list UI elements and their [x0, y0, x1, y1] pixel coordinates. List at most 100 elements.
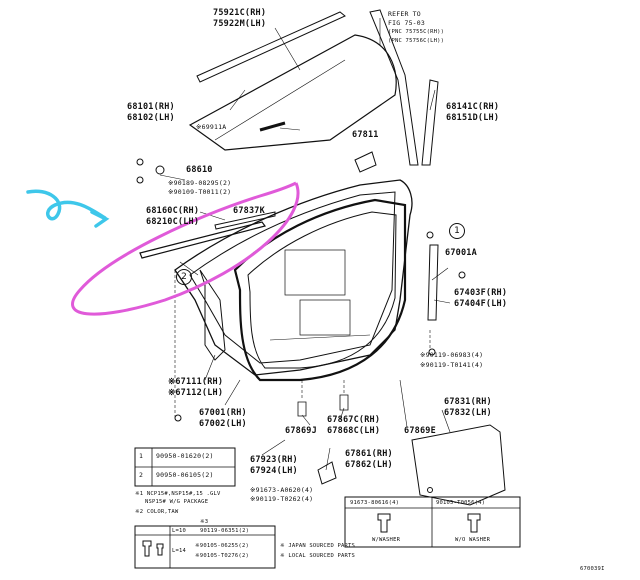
label-68101: 68101(RH) — [127, 102, 175, 112]
label-68141c: 68141C(RH) — [446, 102, 500, 112]
label-90119-a: ※90119-06983(4) — [420, 351, 484, 359]
door-inner-cutout-2 — [299, 299, 351, 336]
label-67867c: 67867C(RH) — [327, 415, 381, 425]
label-67923: 67923(RH) — [250, 455, 298, 465]
part-69911 — [259, 121, 286, 132]
part-67811 — [354, 151, 377, 173]
label-67403f: 67403F(RH) — [454, 288, 508, 298]
rear-run-strip — [421, 79, 439, 166]
box-caption-no-washer: W/O WASHER — [455, 537, 491, 543]
label-67869e: 67869E — [404, 426, 436, 436]
clip-67861 — [317, 461, 337, 485]
label-69911a: ※69911A — [196, 123, 227, 131]
label-fig: FIG 75-03 — [388, 19, 426, 27]
door-weatherstrip — [233, 198, 407, 382]
bottom-right-box — [344, 496, 521, 548]
glass-run-strip — [196, 11, 346, 83]
door-trim-panel — [411, 424, 506, 506]
bolt-90119 — [428, 348, 436, 356]
bottom-part-90119: 90119-06351(2) — [200, 528, 250, 534]
box-part-90105: 90105-T0056(4) — [436, 500, 486, 506]
label-68102: 68102(LH) — [127, 113, 175, 123]
label-75922m: 75922M(LH) — [213, 19, 267, 29]
label-67862: 67862(LH) — [345, 460, 393, 470]
bottom-part-90105-t0276: ※90105-T0276(2) — [195, 553, 249, 559]
label-68160c: 68160C(RH) — [146, 206, 200, 216]
door-weatherstrip-inner — [247, 211, 397, 369]
label-68210c: 68210C(LH) — [146, 217, 200, 227]
label-67861: 67861(RH) — [345, 449, 393, 459]
label-67868c: 67868C(LH) — [327, 426, 381, 436]
label-67111: ※67111(RH) — [168, 377, 224, 387]
door-glass — [188, 34, 397, 151]
label-67404f: 67404F(LH) — [454, 299, 508, 309]
label-pnc2: (PNC 75756C(LH)) — [388, 38, 445, 44]
bolt-90189 — [136, 158, 144, 166]
label-90109: ※90109-T0011(2) — [168, 188, 232, 196]
rear-weatherstrip — [427, 244, 439, 321]
leader-lines — [159, 18, 451, 471]
legend-num-1: 1 — [139, 452, 144, 460]
bolt-icon-b — [156, 543, 164, 556]
inner-belt-strip — [214, 211, 276, 230]
note-1b: NSP15# W/G PACKAGE — [145, 499, 209, 505]
label-67001: 67001(RH) — [199, 408, 247, 418]
label-68610: 68610 — [186, 165, 213, 175]
legend-num-2: 2 — [139, 471, 144, 479]
glass-inner-line — [214, 59, 346, 141]
bolt-icon-d — [467, 513, 481, 533]
door-frame-outer — [174, 179, 413, 376]
run-channel — [369, 9, 419, 166]
door-inner-cutout — [284, 249, 346, 296]
label-91673-a0620: ※91673-A0620(4) — [250, 486, 314, 494]
box-caption-washer: W/WASHER — [372, 537, 401, 543]
bolt-68610 — [155, 165, 165, 175]
label-67112: ※67112(LH) — [168, 388, 224, 398]
label-67869j: 67869J — [285, 426, 317, 436]
callout-1: 1 — [449, 223, 465, 239]
callout-2: 2 — [176, 269, 192, 285]
label-67811: 67811 — [352, 130, 379, 140]
label-90189: ※90189-08295(2) — [168, 179, 232, 187]
trim-bolt — [427, 487, 433, 493]
label-refer-to: REFER TO — [388, 10, 421, 18]
label-67831: 67831(RH) — [444, 397, 492, 407]
highlight-ellipse — [71, 181, 300, 316]
bottom-l14: L=14 — [172, 548, 187, 554]
legend-part-1: 90950-01620(2) — [156, 452, 214, 460]
label-67001a: 67001A — [445, 248, 477, 258]
bolt-67001a — [426, 231, 434, 239]
label-90119-t0262: ※90119-T0262(4) — [250, 495, 314, 503]
belt-molding — [139, 221, 267, 259]
note-3: ※3 — [200, 519, 209, 525]
label-pnc1: (PNC 75755C(RH)) — [388, 29, 445, 35]
label-67002: 67002(LH) — [199, 419, 247, 429]
label-75921c: 75921C(RH) — [213, 8, 267, 18]
bolt-icon-a — [142, 540, 152, 557]
bolt-67001a-2 — [458, 271, 466, 279]
clip-67867c — [339, 394, 349, 411]
bottom-part-90105-06255: ※90105-06255(2) — [195, 543, 249, 549]
door-inner-line — [269, 334, 371, 341]
label-67832: 67832(LH) — [444, 408, 492, 418]
legend-part-2: 90950-06105(2) — [156, 471, 214, 479]
bolt-icon-c — [377, 513, 391, 533]
clip-67869j — [297, 401, 307, 417]
highlight-arrow — [26, 189, 110, 228]
label-67837k: 67837K — [233, 206, 265, 216]
note-2: ※2 COLOR,TAW — [135, 509, 179, 515]
label-90119-b: ※90119-T0141(4) — [420, 361, 484, 369]
japan-sourced-note: ※ JAPAN SOURCED PARTS — [280, 543, 356, 549]
bottom-left-box — [134, 525, 276, 569]
guide-lines — [174, 270, 431, 420]
box-part-91673: 91673-80616(4) — [350, 500, 400, 506]
bolt-67111 — [174, 414, 182, 422]
note-1: ※1 NCP15#,NSP15#,15 .GLV — [135, 491, 221, 497]
label-68151d: 68151D(LH) — [446, 113, 500, 123]
label-67924: 67924(LH) — [250, 466, 298, 476]
local-sourced-note: ※ LOCAL SOURCED PARTS — [280, 553, 356, 559]
bolt-90109 — [136, 176, 144, 184]
figure-id: 670039I — [580, 566, 605, 572]
